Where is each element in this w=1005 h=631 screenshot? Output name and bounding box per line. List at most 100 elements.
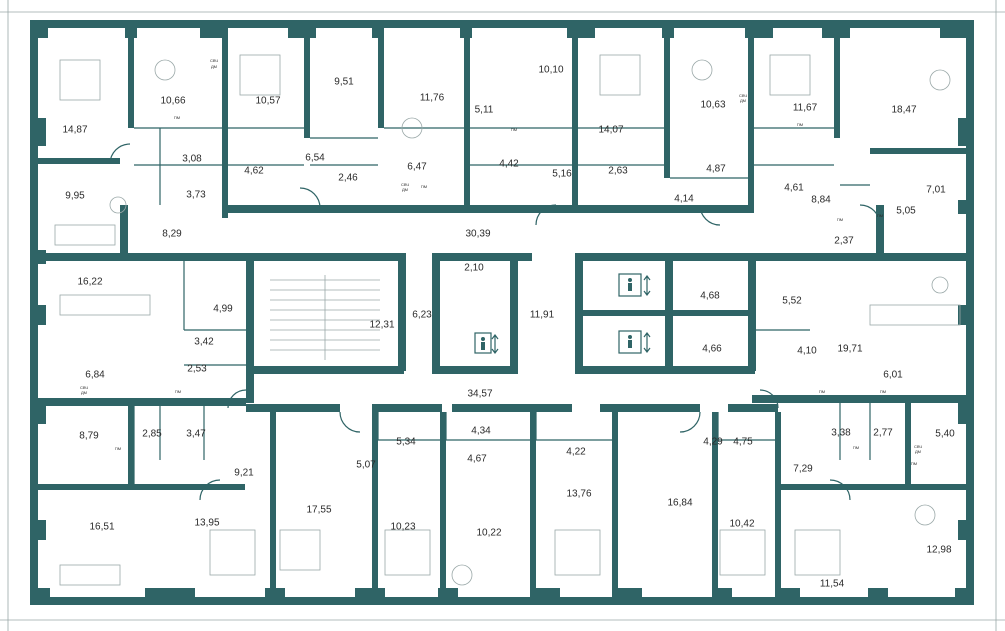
appliance-tag: СВЧ [914,444,922,449]
area-label: 11,67 [793,103,818,114]
area-label: 16,22 [77,277,102,288]
area-label: 2,53 [187,364,207,375]
appliance-tag: ПМ [819,389,825,394]
appliance-tag: ПМ [175,389,181,394]
area-label: 9,51 [334,77,354,88]
appliance-tag: ПМ [797,122,803,127]
area-label: 7,01 [926,185,946,196]
area-label: 4,62 [244,166,264,177]
area-label: 10,57 [255,96,280,107]
area-label: 11,54 [820,579,845,590]
furniture [54,54,961,586]
interior-walls [30,28,974,597]
area-label: 2,46 [338,173,358,184]
area-label: 5,34 [396,437,416,448]
area-label: 6,01 [883,370,903,381]
area-label: 2,10 [464,263,484,274]
appliance-tag: СВЧ [80,385,88,390]
area-label: 5,11 [475,105,494,116]
area-label: 16,51 [89,522,114,533]
area-label: 4,42 [499,159,519,170]
appliance-tag: ПМ [853,445,859,450]
area-label: 10,42 [729,519,754,530]
area-label: 11,76 [420,93,445,104]
lift-icon [618,273,651,297]
appliance-tag: ДМ [81,390,87,395]
area-label: 14,87 [62,125,87,136]
appliance-tag: СВЧ [401,182,409,187]
area-label: 3,08 [182,154,202,165]
appliance-tag: СВЧ [210,58,218,63]
area-label: 5,52 [782,296,802,307]
area-label: 8,84 [811,195,831,206]
area-label: 4,67 [467,454,487,465]
area-label: 2,77 [873,428,893,439]
area-label: 30,39 [465,229,490,240]
area-label: 14,07 [598,125,623,136]
area-label: 2,63 [608,166,628,177]
appliance-tag: ДМ [740,98,746,103]
area-label: 3,42 [194,337,214,348]
area-label: 5,40 [935,429,955,440]
area-label: 2,85 [142,429,162,440]
area-label: 6,23 [412,310,432,321]
area-label: 19,71 [837,344,862,355]
area-label: 4,22 [566,447,586,458]
appliance-tag: ДМ [402,187,408,192]
area-label: 10,23 [390,522,415,533]
appliance-tag: СВЧ [739,93,747,98]
area-label: 4,75 [733,437,753,448]
area-label: 11,91 [530,310,555,321]
area-label: 4,14 [674,194,694,205]
staircase-icon [270,275,380,360]
appliance-tag: ПМ [511,127,517,132]
appliance-tag: ПМ [115,446,121,451]
area-label: 4,61 [784,183,804,194]
lift-icon [618,330,651,354]
area-label: 4,87 [706,164,726,175]
area-label: 9,95 [65,191,85,202]
area-label: 3,73 [186,190,206,201]
area-label: 4,10 [797,346,817,357]
appliance-tag: ПМ [880,389,886,394]
area-label: 9,21 [234,468,254,479]
area-label: 10,10 [538,65,563,76]
area-label: 3,38 [831,428,851,439]
appliance-tag: ДМ [211,64,217,69]
area-label: 10,22 [476,528,501,539]
area-label: 4,66 [702,344,722,355]
area-label: 12,98 [926,545,951,556]
area-label: 8,29 [162,229,182,240]
appliance-tags: СВЧ ДМ ПМ СВЧ ДМ ПМ ПМ СВЧ ДМ ПМ ПМ ПМ С… [80,58,922,466]
room-area-labels: 14,87 10,66 10,57 9,51 11,76 5,11 10,10 … [62,65,955,590]
area-label: 12,31 [369,320,394,331]
appliance-tag: ПМ [877,213,883,218]
area-label: 34,57 [467,389,492,400]
area-label: 10,66 [160,96,185,107]
area-label: 4,34 [471,426,491,437]
area-label: 5,05 [896,206,916,217]
area-label: 3,47 [186,429,206,440]
lift-icon [474,332,499,354]
appliance-tag: ПМ [911,461,917,466]
area-label: 2,37 [834,236,854,247]
area-label: 4,68 [700,291,720,302]
appliance-tag: ПМ [421,184,427,189]
area-label: 6,47 [407,162,427,173]
area-label: 4,99 [213,304,233,315]
area-label: 7,29 [793,464,813,475]
area-label: 16,84 [667,498,692,509]
area-label: 17,55 [306,505,331,516]
area-label: 5,16 [552,169,572,180]
area-label: 10,63 [700,100,725,111]
area-label: 18,47 [891,105,916,116]
appliance-tag: ПМ [837,217,843,222]
area-label: 6,54 [305,153,325,164]
area-label: 13,76 [566,489,591,500]
exterior-walls [30,20,974,605]
area-label: 13,95 [194,518,219,529]
area-label: 4,29 [703,437,723,448]
appliance-tag: ПМ [174,115,180,120]
